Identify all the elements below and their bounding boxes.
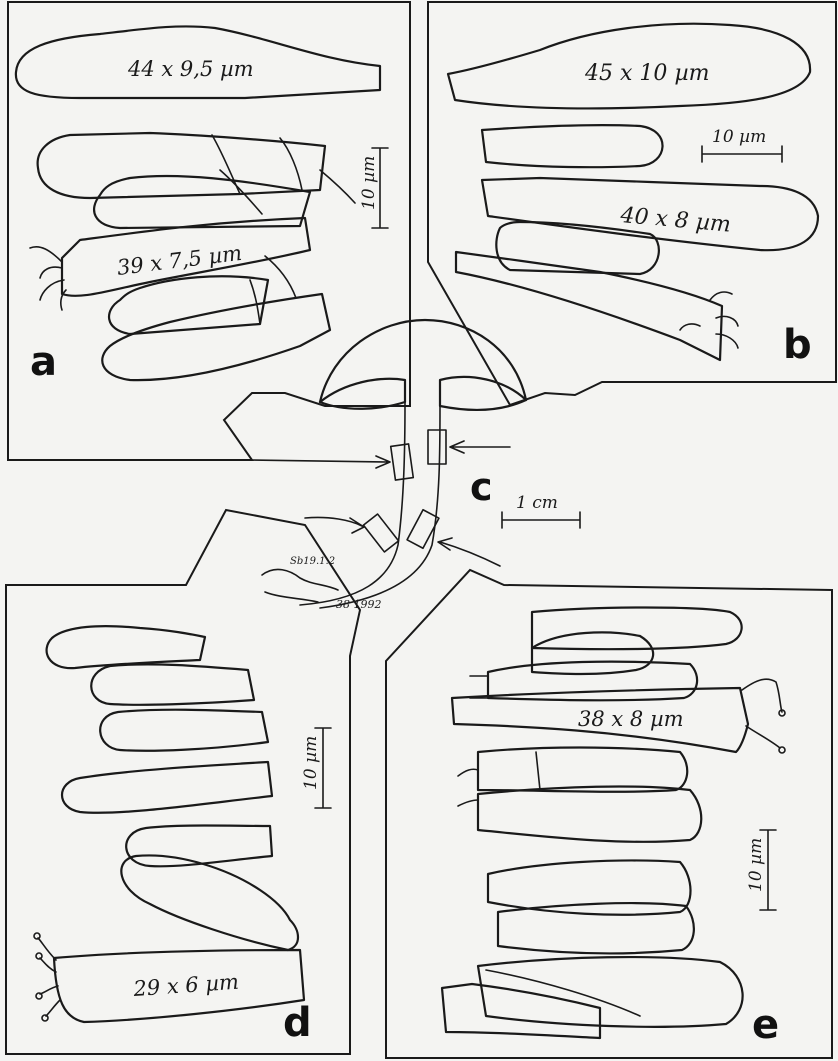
panel-c-arrow-b xyxy=(450,441,510,453)
panel-c: 1 cm Sb19.1.2 38 1992 c xyxy=(252,320,580,611)
panel-a-upper-cell-label: 44 x 9,5 µm xyxy=(127,57,254,81)
panel-c-hymenium-right xyxy=(440,377,526,410)
panel-d-cell-4 xyxy=(62,762,272,813)
panel-e-cell-2 xyxy=(532,632,653,674)
panel-d-cell-5 xyxy=(126,826,272,867)
panel-d-spore-4 xyxy=(42,1015,48,1021)
panel-b-cell-3 xyxy=(496,222,659,274)
panel-e-hypha-1 xyxy=(470,676,488,698)
panel-c-base-mycelium xyxy=(262,569,338,602)
panel-e-sterigma-1 xyxy=(742,679,782,712)
panel-b-sterigma-2 xyxy=(716,316,738,326)
panel-e-cell-8 xyxy=(478,957,743,1027)
panel-b-basidium xyxy=(456,252,722,360)
panel-c-scale-bar xyxy=(502,512,580,528)
panel-b-upper-cell-label: 45 x 10 µm xyxy=(584,61,710,86)
panel-e-spore-2 xyxy=(779,747,785,753)
panel-a-cell-4-septum xyxy=(250,280,260,324)
panel-e-cell-1 xyxy=(532,608,742,650)
panel-a-sterigma-1 xyxy=(30,247,62,262)
panel-d-cell-2 xyxy=(91,664,254,704)
panel-c-label-2: 38 1992 xyxy=(336,598,382,611)
panel-a-lower-cell-label: 39 x 7,5 µm xyxy=(116,241,244,280)
panel-e-sterigma-2 xyxy=(746,726,780,748)
panel-d-sterigma-3 xyxy=(40,986,58,994)
panel-d-sterigma-1 xyxy=(38,938,56,960)
panel-a-basidium-septum xyxy=(265,256,296,298)
panel-d-scale-label: 10 µm xyxy=(301,736,321,790)
panel-d-spore-2 xyxy=(36,953,42,959)
panel-d-cell-1 xyxy=(47,626,205,668)
panel-c-cap xyxy=(320,320,526,402)
panel-a-scale-label: 10 µm xyxy=(359,156,379,210)
panel-e-letter: e xyxy=(752,1002,779,1048)
panel-b-letter: b xyxy=(783,322,812,368)
panel-b-scale-label: 10 µm xyxy=(712,127,766,147)
panel-d-letter: d xyxy=(283,1000,312,1046)
panel-e-frame xyxy=(386,570,832,1058)
panel-e-cell-4-septum xyxy=(536,752,540,790)
panel-c-sample-box-2 xyxy=(428,430,446,464)
panel-c-label-1: Sb19.1.2 xyxy=(290,556,335,567)
panel-e-cell-label: 38 x 8 µm xyxy=(578,707,684,731)
panel-e-cell-7 xyxy=(498,903,694,953)
panel-d-cell-6 xyxy=(121,855,298,950)
panel-d-spore-3 xyxy=(36,993,42,999)
panel-a-sterigma-3 xyxy=(40,280,64,300)
panel-d-cell-3 xyxy=(100,710,268,751)
panel-c-sample-box-3 xyxy=(363,514,398,552)
panel-e-cell-6 xyxy=(488,861,691,915)
panel-c-stipe-left xyxy=(300,402,405,605)
panel-c-arrow-e xyxy=(438,538,500,566)
panel-c-letter: c xyxy=(470,465,493,509)
panel-a: 10 µm 44 x 9,5 µm 39 x 7,5 µm a xyxy=(16,26,388,385)
panel-c-sample-box-1 xyxy=(391,444,414,480)
panel-a-sterigma-2 xyxy=(40,267,62,278)
panel-c-scale-label: 1 cm xyxy=(516,493,558,513)
panel-c-hymenium-left xyxy=(320,379,405,409)
panel-b-sterigma-4 xyxy=(680,324,700,330)
panel-a-hypha-branch xyxy=(320,170,355,203)
panel-a-letter: a xyxy=(30,339,57,385)
panel-b-sterigma-1 xyxy=(710,292,732,300)
panel-c-arrow-d xyxy=(305,517,364,533)
panel-b-scale-bar xyxy=(702,146,782,162)
panel-d: 10 µm 29 x 6 µm d xyxy=(34,626,331,1046)
panel-a-cell-5 xyxy=(102,294,330,380)
panel-d-cell-label: 29 x 6 µm xyxy=(132,970,240,1001)
panel-d-sterigma-4 xyxy=(46,1000,60,1016)
panel-d-spore-1 xyxy=(34,933,40,939)
panel-b: 10 µm 45 x 10 µm 40 x 8 µm b xyxy=(448,24,818,368)
panel-e-cell-8-septum xyxy=(486,970,640,1016)
panel-b-cell-1 xyxy=(482,125,663,167)
panel-a-cell-2-septum xyxy=(220,170,262,214)
panel-e-hypha-2 xyxy=(458,769,478,806)
panel-c-arrow-a xyxy=(252,456,390,468)
panel-b-sterigma-3 xyxy=(716,334,738,348)
panel-e: 10 µm 38 x 8 µm e xyxy=(442,608,785,1049)
panel-e-cell-4 xyxy=(478,748,687,792)
panel-e-scale-label: 10 µm xyxy=(746,838,766,892)
panel-a-cell-1-septum-2 xyxy=(280,138,302,190)
panel-e-cell-5 xyxy=(478,787,701,842)
